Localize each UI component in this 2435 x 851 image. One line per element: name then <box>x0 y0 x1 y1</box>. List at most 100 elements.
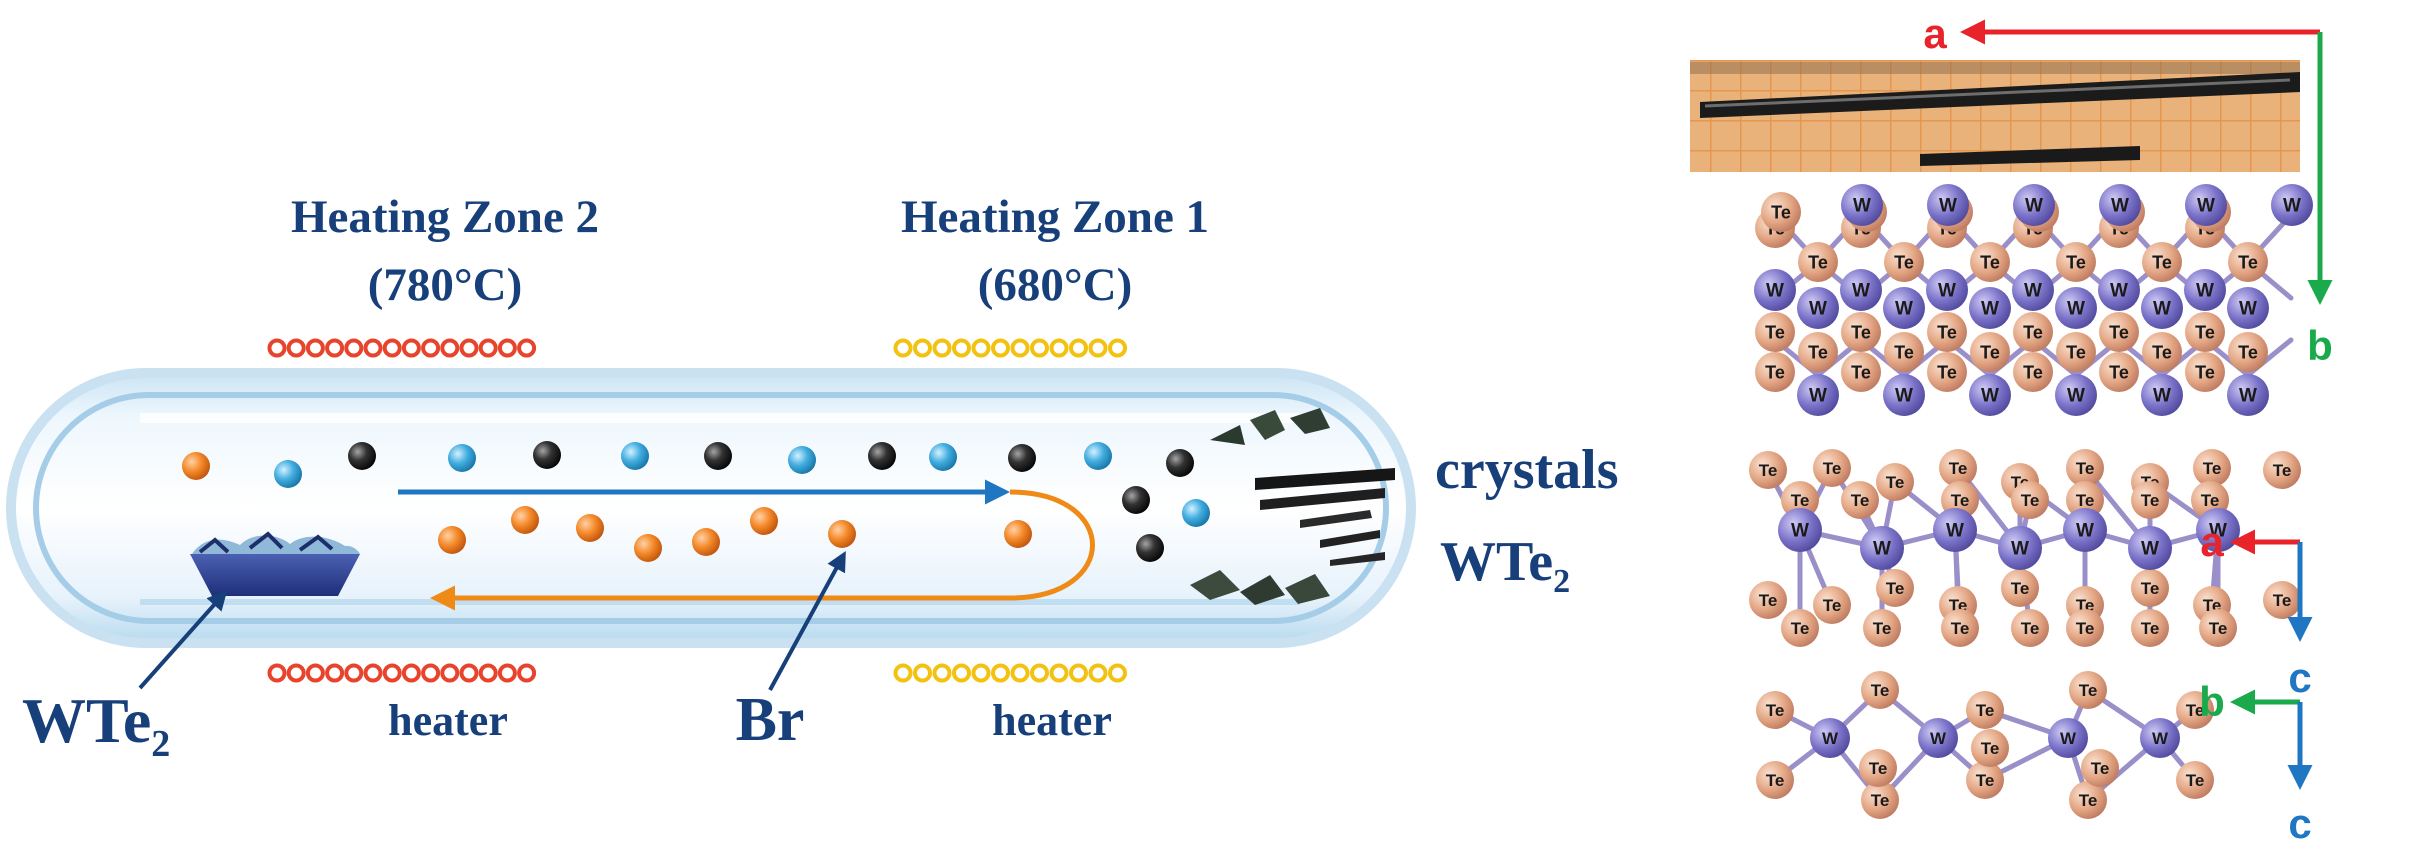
te-atom <box>1761 192 1801 232</box>
heater-coil <box>893 663 913 683</box>
heater-coil <box>344 338 364 358</box>
w-atom <box>1810 718 1850 758</box>
vapor-particle <box>274 460 302 488</box>
w-atom-label: W <box>2153 299 2171 320</box>
te-atom <box>2001 569 2039 607</box>
te-atom <box>1781 481 1819 519</box>
te-atom <box>2142 332 2182 372</box>
te-atom-label: Te <box>1771 202 1791 222</box>
w-atom-label: W <box>1809 299 1827 320</box>
te-atom-label: Te <box>2209 619 2228 638</box>
axis-a-top-label: a <box>1923 10 1947 57</box>
vapor-particle <box>788 446 816 474</box>
vapor-particle <box>621 442 649 470</box>
te-atom-label: Te <box>2079 791 2098 810</box>
te-atom-label: Te <box>2201 491 2220 510</box>
heater-coil <box>401 663 421 683</box>
te-atom <box>1841 481 1879 519</box>
w-atom <box>1969 374 2011 416</box>
lattice-ab-plane: TeTeTeTeTeTeTeTeTeTeTeTeWWWWWWTeWTeWTeWT… <box>1754 184 2313 416</box>
te-atom <box>1939 449 1977 487</box>
w-atom-label: W <box>1939 196 1957 217</box>
te-atom-label: Te <box>2238 342 2258 362</box>
heater-zone1-bottom <box>893 663 1127 683</box>
heater-coil <box>893 338 913 358</box>
heater-coil <box>363 663 383 683</box>
te-atom <box>2099 352 2139 392</box>
heater-zone2-bottom <box>267 663 537 683</box>
heater-coil <box>932 338 952 358</box>
w-atom-label: W <box>1853 196 1871 217</box>
te-atom <box>2013 352 2053 392</box>
te-atom-label: Te <box>1894 342 1914 362</box>
te-atom-label: Te <box>2066 342 2086 362</box>
wte2-source-boat <box>190 531 360 596</box>
te-atom-label: Te <box>1765 322 1785 342</box>
w-atom-label: W <box>2067 299 2085 320</box>
w-atom <box>1883 287 1925 329</box>
w-atom-label: W <box>1822 729 1839 748</box>
te-atom <box>1876 463 1914 501</box>
heater-left-label: heater <box>388 696 508 745</box>
heater-coil <box>459 338 479 358</box>
heater-coil <box>971 338 991 358</box>
te-atom-label: Te <box>2273 461 2292 480</box>
w-atom <box>1797 287 1839 329</box>
te-atom <box>2066 609 2104 647</box>
te-atom <box>1966 691 2004 729</box>
te-atom-label: Te <box>2238 252 2258 272</box>
te-atom <box>1755 312 1795 352</box>
w-atom <box>1933 508 1977 552</box>
te-atom <box>2013 312 2053 352</box>
te-atom-label: Te <box>2021 619 2040 638</box>
w-atom <box>1778 508 1822 552</box>
heater-coil <box>1049 663 1069 683</box>
te-atom-label: Te <box>2076 459 2095 478</box>
te-atom-label: Te <box>2141 491 2160 510</box>
te-atom-label: Te <box>2152 342 2172 362</box>
te-atom-label: Te <box>2195 362 2215 382</box>
w-atom <box>2128 526 2172 570</box>
w-atom <box>2227 374 2269 416</box>
heater-coil <box>1108 338 1127 358</box>
te-atom-label: Te <box>2141 579 2160 598</box>
te-atom <box>1755 352 1795 392</box>
te-atom-label: Te <box>1886 579 1905 598</box>
wte2-source-label: WTe2 <box>22 685 170 765</box>
te-atom <box>2142 242 2182 282</box>
w-atom-label: W <box>2067 386 2085 407</box>
w-atom-label: W <box>2283 196 2301 217</box>
te-atom-label: Te <box>2076 491 2095 510</box>
heater-coil <box>440 338 460 358</box>
te-atom <box>1798 332 1838 372</box>
w-atom-label: W <box>2197 196 2215 217</box>
te-atom <box>1966 761 2004 799</box>
vapor-particle <box>634 534 662 562</box>
source-pointer-arrow <box>138 590 228 690</box>
w-atom <box>1797 374 1839 416</box>
w-atom <box>2141 374 2183 416</box>
heater-coil <box>952 663 971 683</box>
axis-b-top-label: b <box>2307 322 2333 369</box>
heater-coil <box>1030 663 1049 683</box>
w-atom-label: W <box>2141 539 2159 560</box>
te-atom-label: Te <box>2023 362 2043 382</box>
w-atom <box>1969 287 2011 329</box>
te-atom <box>2081 749 2119 787</box>
te-atom-label: Te <box>2152 252 2172 272</box>
te-atom <box>1841 312 1881 352</box>
br-label: Br <box>736 686 805 754</box>
vapor-particle <box>868 442 896 470</box>
te-atom <box>2131 481 2169 519</box>
heater-coil <box>421 663 441 683</box>
te-atom-label: Te <box>1869 759 1888 778</box>
vapor-particle <box>704 442 732 470</box>
flow-arrows <box>398 479 1095 611</box>
heater-coil <box>1049 338 1069 358</box>
br-pointer-arrow <box>768 550 846 691</box>
te-atom-label: Te <box>2066 252 2086 272</box>
te-atom <box>1971 729 2009 767</box>
te-atom <box>1884 332 1924 372</box>
zone1-title: Heating Zone 1 <box>901 191 1209 243</box>
